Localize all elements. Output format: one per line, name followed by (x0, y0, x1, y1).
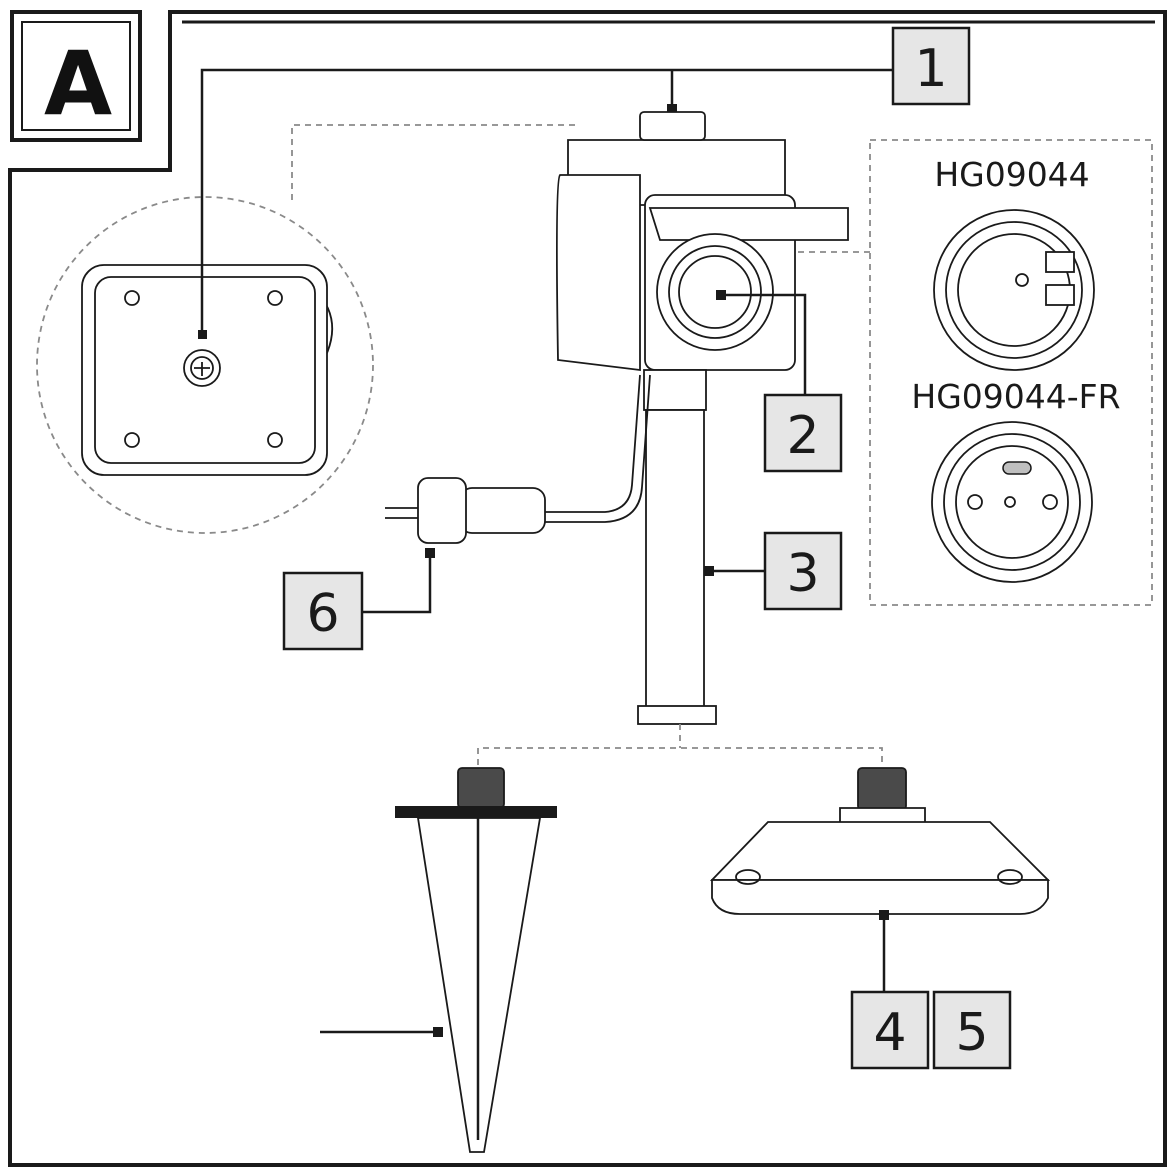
variant-model-2: HG09044-FR (911, 377, 1120, 416)
variant-model-1: HG09044 (934, 155, 1089, 194)
svg-text:1: 1 (914, 39, 947, 99)
svg-text:3: 3 (786, 544, 819, 604)
callout-5: 5 (932, 990, 1012, 1070)
callout-1-leader (200, 68, 893, 335)
callout-6-leader (362, 558, 432, 614)
housing-back-view (81, 264, 334, 476)
french-socket-icon (931, 421, 1093, 583)
svg-text:6: 6 (306, 584, 339, 644)
base-plate (709, 767, 1051, 920)
detail-circle (36, 196, 374, 534)
ground-spike (395, 767, 557, 1153)
pole (637, 369, 717, 725)
panel-letter-box: A (10, 10, 142, 142)
mount-link-line (477, 724, 883, 765)
outer-frame (8, 10, 1167, 1167)
callout-2-leader (726, 293, 807, 395)
socket-housing (555, 111, 849, 372)
schuko-socket-icon (933, 209, 1095, 371)
svg-text:4: 4 (873, 1003, 906, 1063)
svg-text:2: 2 (786, 406, 819, 466)
callout-1: 1 (891, 26, 971, 106)
detail-link-line (291, 124, 575, 200)
panel-letter: A (44, 32, 112, 135)
callout-6: 6 (282, 571, 364, 651)
svg-text:5: 5 (955, 1003, 988, 1063)
cable-plug (385, 374, 651, 558)
callout-3: 3 (763, 531, 843, 611)
callout-4: 4 (850, 990, 930, 1070)
callout-2: 2 (763, 393, 843, 473)
